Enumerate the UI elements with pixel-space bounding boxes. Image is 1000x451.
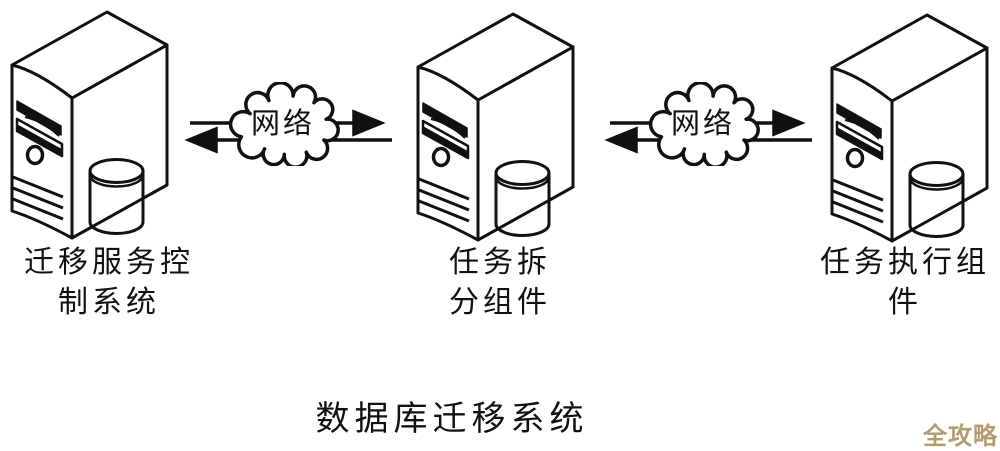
node-label-migration-control: 迁移服务控 制系统 xyxy=(24,246,194,319)
diagram-title: 数据库迁移系统 xyxy=(315,401,589,438)
server-database-icon xyxy=(416,12,575,242)
node-label-task-split: 任务拆 分组件 xyxy=(449,246,551,319)
node-label-task-execution: 任务执行组 件 xyxy=(820,246,990,319)
server-database-icon xyxy=(10,10,169,240)
network-cloud-label: 网络 xyxy=(250,108,315,140)
watermark: 全攻略 xyxy=(923,422,998,450)
network-cloud-label: 网络 xyxy=(670,108,735,140)
server-database-icon xyxy=(830,13,989,243)
